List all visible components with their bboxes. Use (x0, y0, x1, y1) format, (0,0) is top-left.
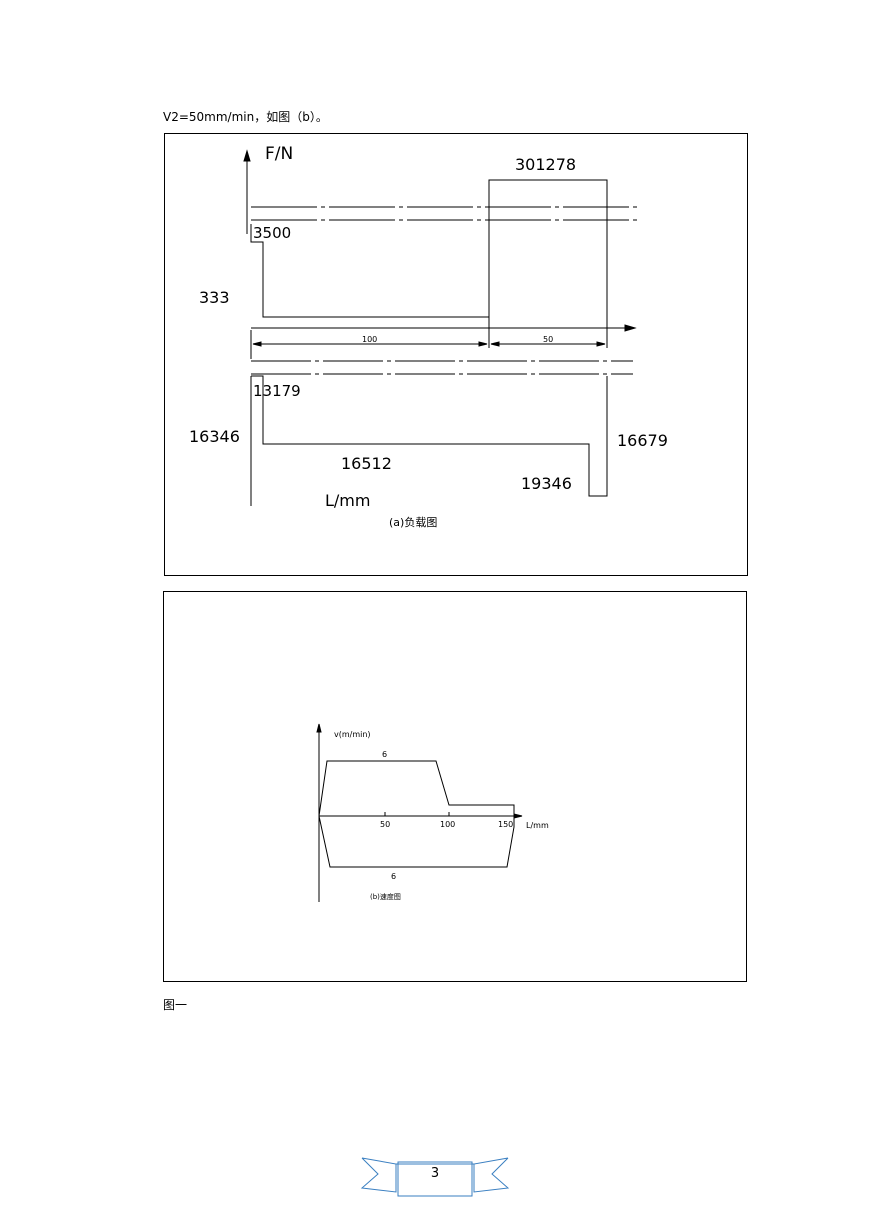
figure-caption: 图一 (163, 998, 188, 1012)
forward-velocity-profile (318, 760, 515, 817)
page-number: 3 (430, 1166, 440, 1181)
value-301278: 301278 (515, 155, 576, 174)
page-footer: 3 (360, 1152, 510, 1198)
figure-a-caption: (a)负载图 (389, 515, 437, 529)
value-16679: 16679 (617, 431, 668, 450)
figure-b-canvas: v(m/min) L/mm 50 100 150 6 6 (b)速度图 (316, 723, 549, 902)
figure-b-velocity-diagram: v(m/min) L/mm 50 100 150 6 6 (b)速度图 (163, 591, 747, 982)
upper-load-profile (250, 179, 608, 330)
tick-label-50: 50 (380, 820, 390, 829)
dim-arrow-1 (252, 341, 262, 347)
value-19346: 19346 (521, 474, 572, 493)
lower-velocity-label: 6 (391, 872, 396, 881)
upper-velocity-label: 6 (382, 750, 387, 759)
intro-text: V2=50mm/min，如图（b）。 (163, 110, 328, 124)
value-13179: 13179 (253, 382, 301, 400)
value-3500: 3500 (253, 224, 291, 242)
l-axis-arrow (513, 813, 523, 819)
ribbon-icon (360, 1157, 510, 1197)
figure-a-canvas: F/N 301278 3500 333 100 50 13179 16346 1… (189, 144, 668, 529)
v-axis-label: v(m/min) (334, 730, 371, 739)
dim-arrow-4 (596, 341, 606, 347)
dim-label-100: 100 (362, 335, 377, 344)
tick-label-150: 150 (498, 820, 513, 829)
dim-arrow-2 (478, 341, 488, 347)
tick-label-100: 100 (440, 820, 455, 829)
dim-label-50: 50 (543, 335, 553, 344)
value-16512: 16512 (341, 454, 392, 473)
dim-arrow-3 (490, 341, 500, 347)
v-axis-arrow (316, 723, 322, 733)
l-axis-label: L/mm (526, 821, 549, 830)
figure-b-caption: (b)速度图 (370, 892, 401, 901)
lower-load-profile (251, 375, 608, 497)
return-velocity-profile (318, 815, 515, 868)
x-axis-arrow (624, 324, 637, 332)
value-333: 333 (199, 288, 230, 307)
x-axis-label: L/mm (325, 491, 370, 510)
y-axis-label: F/N (265, 144, 293, 164)
y-axis-arrow (243, 149, 251, 162)
figure-a-load-diagram: F/N 301278 3500 333 100 50 13179 16346 1… (164, 133, 748, 576)
value-16346: 16346 (189, 427, 240, 446)
